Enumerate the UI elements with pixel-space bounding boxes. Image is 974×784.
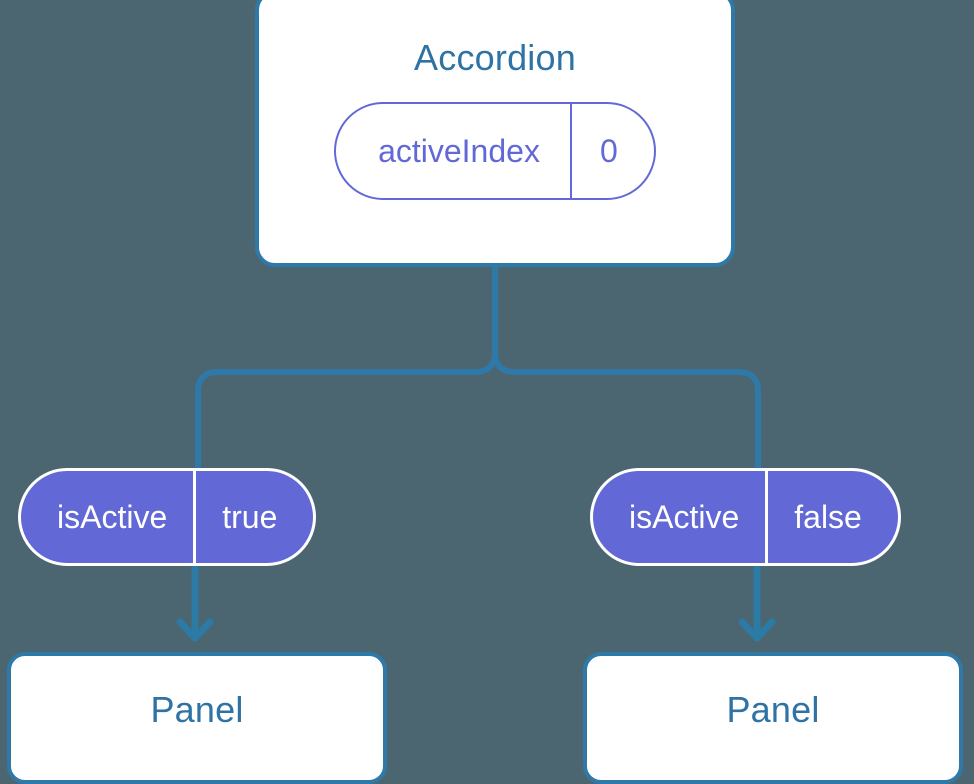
- panel-left-title: Panel: [150, 689, 244, 730]
- panel-component-card-right[interactable]: Panel: [583, 652, 963, 784]
- arrow-left-head-icon: [176, 618, 214, 642]
- connector-tree-path-right: [492, 264, 761, 473]
- branch-left-prop-pill-isactive[interactable]: isActive true: [18, 468, 317, 566]
- branch-right-prop-value: false: [765, 471, 898, 563]
- accordion-prop-pill-activeindex[interactable]: activeIndex 0: [334, 102, 656, 200]
- panel-right-title: Panel: [726, 689, 820, 730]
- branch-left-prop-value: true: [193, 471, 313, 563]
- panel-component-card-left[interactable]: Panel: [7, 652, 387, 784]
- arrow-right-head-icon: [738, 618, 776, 642]
- branch-right-prop-key: isActive: [629, 499, 740, 535]
- branch-right-prop-pill-isactive[interactable]: isActive false: [590, 468, 901, 566]
- accordion-component-card[interactable]: Accordion activeIndex 0: [255, 0, 735, 267]
- accordion-prop-value: 0: [569, 104, 654, 198]
- branch-left-prop-key: isActive: [57, 499, 168, 535]
- accordion-prop-key: activeIndex: [378, 133, 540, 169]
- connector-tree-path: [195, 264, 498, 473]
- accordion-card-title: Accordion: [414, 37, 576, 78]
